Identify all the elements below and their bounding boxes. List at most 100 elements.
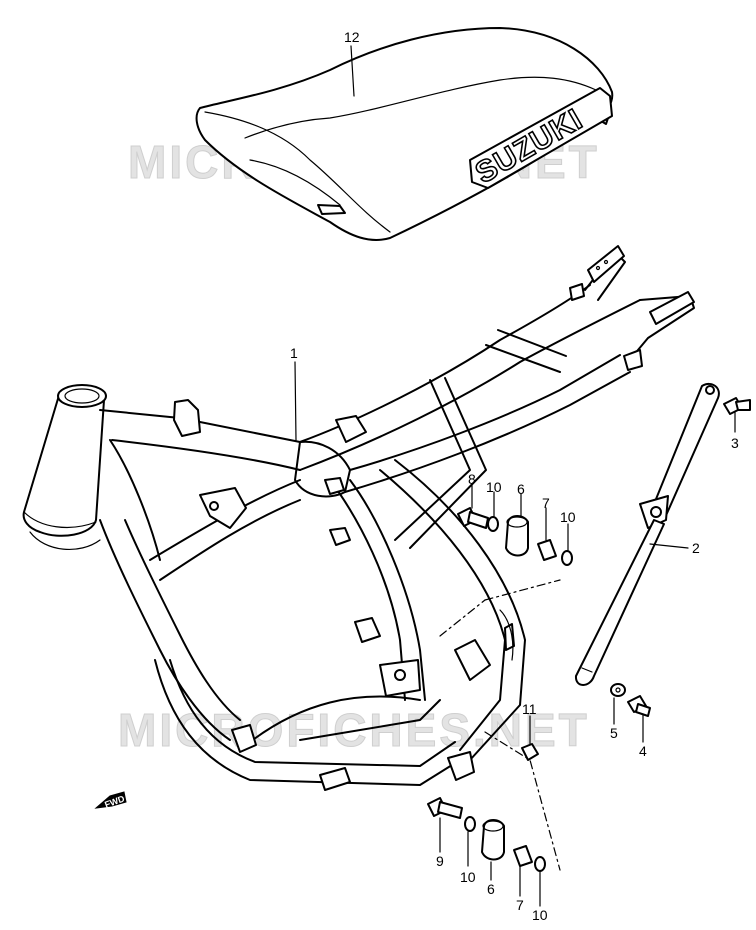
leader-1	[294, 361, 297, 441]
seat-hook	[317, 204, 346, 215]
callout-11: 11	[522, 701, 537, 717]
steering-head-ring	[23, 511, 97, 529]
leader-12	[350, 45, 355, 97]
rail-end-bracket-right	[649, 291, 695, 325]
bushing-6a-top	[506, 516, 528, 528]
lower-tab-rear	[447, 751, 475, 781]
callout-10c: 10	[460, 869, 476, 885]
callout-8: 8	[468, 471, 476, 487]
washer-10d	[534, 856, 546, 872]
lower-tab-mid	[319, 767, 351, 791]
rail-lower-inner	[344, 371, 631, 493]
callout-9: 9	[436, 853, 444, 869]
washer-5-hole	[615, 687, 621, 693]
swingarm-pivot-brace	[239, 695, 421, 751]
upper-tube-left-inner	[111, 439, 301, 471]
callout-2: 2	[692, 540, 700, 556]
callout-1: 1	[290, 345, 298, 361]
callout-6b: 6	[487, 881, 495, 897]
mount-hole	[209, 501, 219, 511]
rail-right-end	[627, 295, 695, 363]
washer-10b	[561, 550, 573, 566]
engine-mount-bracket	[199, 487, 247, 529]
callout-10a: 10	[486, 479, 502, 495]
bolt-8-shank	[467, 511, 489, 529]
hole-a	[595, 265, 601, 271]
callout-10b: 10	[560, 509, 576, 525]
stay-top-hole	[705, 385, 715, 395]
lower-brace	[299, 699, 441, 741]
callout-12: 12	[344, 29, 360, 45]
collar-7b	[513, 845, 533, 867]
seat: SUZUKI	[195, 27, 614, 242]
main-loop-outer	[379, 469, 506, 751]
centerline-upper	[484, 579, 561, 601]
callout-4: 4	[639, 743, 647, 759]
loop-scallop	[499, 609, 514, 661]
callout-10d: 10	[532, 907, 548, 923]
pivot-plate-left	[354, 617, 381, 643]
callout-6a: 6	[517, 481, 525, 497]
seat-logo-panel	[469, 87, 613, 189]
centerline-upper-2	[439, 599, 486, 637]
bolt-4-shank	[635, 703, 651, 717]
fwd-label: FWD	[103, 793, 126, 810]
lower-cradle-outer	[154, 659, 461, 786]
bolt-part-3	[723, 397, 751, 415]
lower-cradle-inner	[169, 659, 456, 767]
bushing-6b	[481, 819, 505, 861]
callout-7a: 7	[542, 495, 550, 511]
leader-lines	[294, 45, 736, 907]
rail-cross-1	[485, 344, 561, 373]
down-tube-inner	[124, 519, 241, 721]
washer-10a	[487, 516, 499, 532]
frame	[22, 245, 695, 791]
rail-cross-2	[497, 329, 567, 357]
stay-lower	[575, 519, 665, 686]
frame-junction	[294, 440, 351, 498]
stay-mid-hole	[650, 506, 662, 518]
tab-2	[329, 527, 351, 546]
bushing-6a	[505, 515, 529, 557]
washer-part-5	[610, 683, 626, 697]
lower-tab-front	[231, 724, 257, 753]
nut-11	[521, 743, 539, 761]
seat-fold-line	[249, 159, 341, 206]
down-tube-outer	[99, 519, 231, 741]
stay-upper	[653, 382, 720, 521]
washer-10c	[464, 816, 476, 832]
front-gusset	[109, 439, 161, 561]
rail-upper-inner	[299, 299, 641, 471]
bolt-9-shank	[437, 801, 463, 819]
nut-part-11	[521, 743, 539, 761]
footpeg-hole	[394, 669, 406, 681]
callout-3: 3	[731, 435, 739, 451]
rail-lower-outer	[349, 354, 621, 471]
steering-head	[22, 386, 105, 537]
callout-labels: 12 1 2 3 4 5 6 7 8 10 10 11 9 10 6 7 10	[290, 29, 739, 923]
tank-bracket	[173, 399, 201, 437]
leader-2	[649, 543, 689, 549]
center-tube-b	[349, 479, 426, 701]
upper-hardware	[457, 507, 573, 566]
stay-lower-slot	[581, 667, 593, 673]
center-tube-a	[329, 479, 406, 701]
rail-bolt-right	[623, 349, 643, 371]
steering-head-bottom	[29, 531, 101, 551]
callout-7b: 7	[516, 897, 524, 913]
seat-top-line	[244, 76, 597, 139]
fwd-arrow: FWD	[94, 791, 127, 810]
callout-5: 5	[610, 725, 618, 741]
steering-head-bore	[64, 388, 100, 404]
bushing-6b-top	[482, 820, 504, 832]
lower-hardware	[427, 797, 546, 872]
tab-1	[324, 477, 345, 495]
main-loop-inner	[394, 459, 526, 761]
washer-5	[610, 683, 626, 697]
front-cross-tube-2	[159, 499, 301, 581]
fwd-arrow-shape	[94, 791, 127, 809]
seat-side-line	[204, 111, 391, 233]
bolt-part-4	[627, 695, 651, 717]
